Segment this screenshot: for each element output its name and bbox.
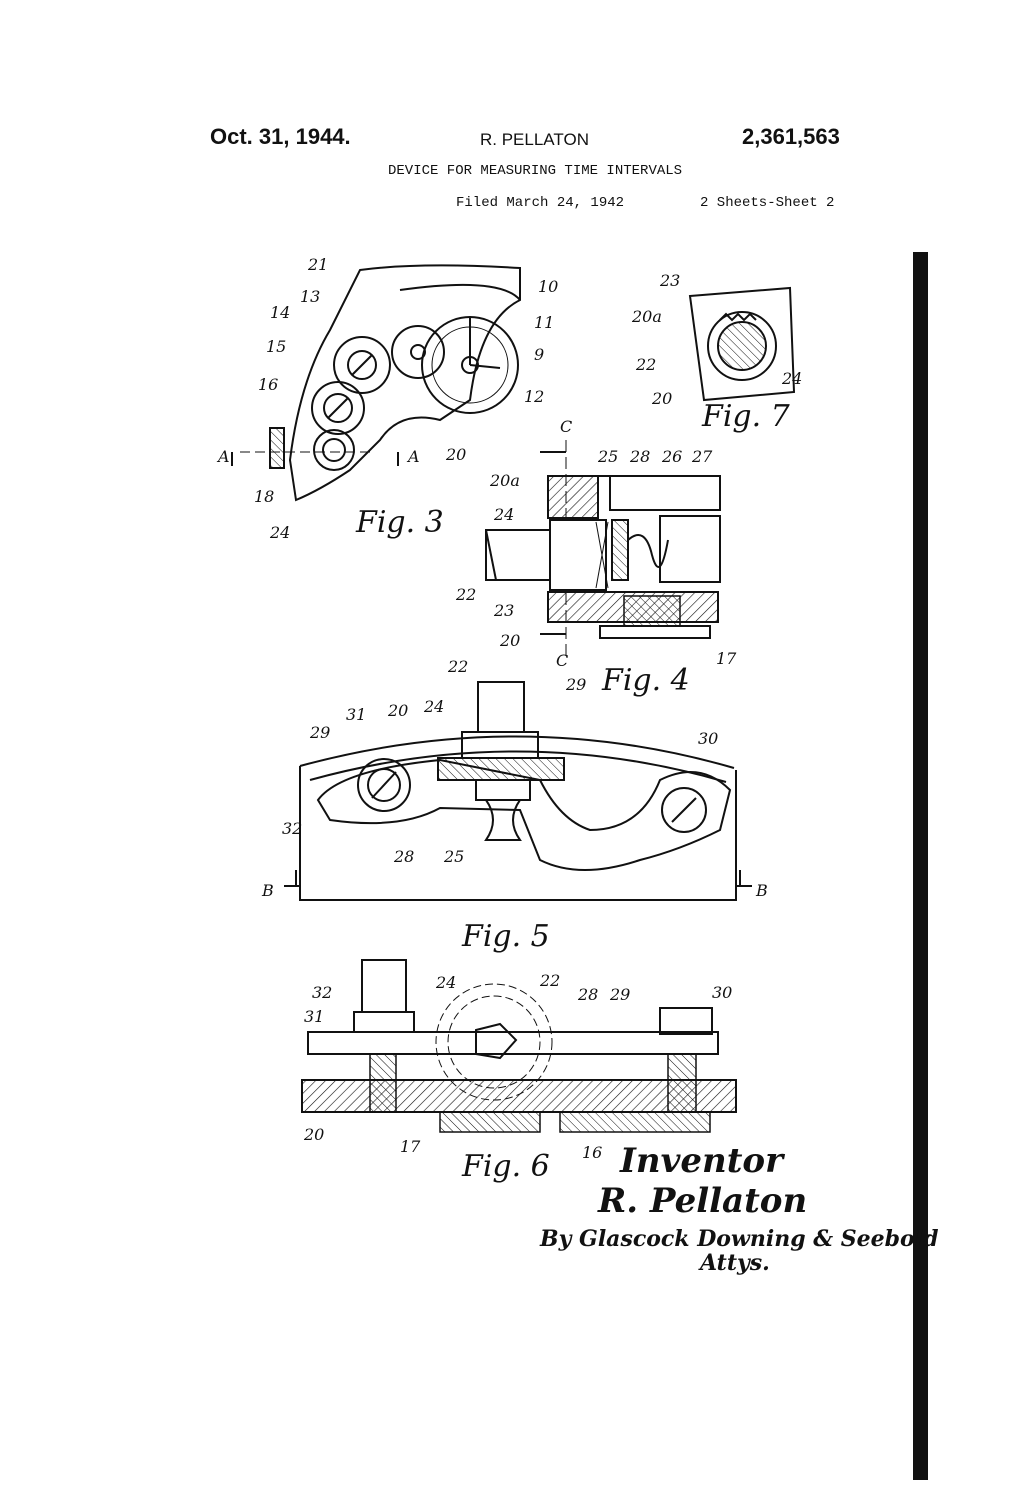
fig5-caption: Fig. 5 (461, 919, 550, 954)
figure-5: 22 31 20 24 29 30 32 28 25 B B Fig. 5 (261, 657, 768, 954)
svg-text:B: B (261, 881, 274, 900)
fig4-caption: Fig. 4 (601, 663, 690, 698)
svg-text:C: C (556, 651, 568, 670)
svg-text:24: 24 (423, 697, 444, 716)
svg-text:22: 22 (635, 355, 656, 374)
svg-text:16: 16 (582, 1143, 602, 1162)
patent-number: 2,361,563 (742, 124, 840, 149)
svg-text:31: 31 (346, 705, 366, 724)
svg-text:28: 28 (629, 447, 650, 466)
figure-6: 32 24 22 28 29 30 31 20 17 16 Fig. 6 (301, 959, 737, 1184)
sheet-count: 2 Sheets-Sheet 2 (700, 195, 835, 211)
inventor-signature: R. Pellaton (597, 1181, 807, 1221)
svg-text:17: 17 (400, 1137, 421, 1156)
svg-text:25: 25 (597, 447, 618, 466)
svg-text:18: 18 (254, 487, 274, 506)
patent-date: Oct. 31, 1944. (210, 124, 351, 149)
svg-text:9: 9 (534, 345, 544, 364)
svg-text:13: 13 (300, 287, 320, 306)
svg-text:22: 22 (447, 657, 468, 676)
svg-text:30: 30 (712, 983, 732, 1002)
svg-text:23: 23 (493, 601, 514, 620)
svg-text:32: 32 (282, 819, 302, 838)
svg-text:20a: 20a (489, 471, 520, 490)
figure-3: 21 13 14 15 16 10 11 9 12 A A 18 24 20 F… (216, 255, 558, 542)
fig3-caption: Fig. 3 (355, 505, 444, 540)
svg-text:29: 29 (565, 675, 586, 694)
svg-text:24: 24 (435, 973, 456, 992)
inventor-heading: Inventor (619, 1141, 785, 1181)
svg-text:22: 22 (455, 585, 476, 604)
svg-text:B: B (755, 881, 768, 900)
fig6-caption: Fig. 6 (461, 1149, 550, 1184)
patent-title: DEVICE FOR MEASURING TIME INTERVALS (388, 163, 683, 179)
svg-text:11: 11 (534, 313, 554, 332)
svg-text:17: 17 (716, 649, 737, 668)
scan-edge-bar (913, 252, 928, 1480)
svg-text:24: 24 (781, 369, 802, 388)
svg-text:C: C (560, 417, 572, 436)
svg-text:27: 27 (691, 447, 713, 466)
svg-text:14: 14 (270, 303, 290, 322)
svg-text:23: 23 (659, 271, 680, 290)
svg-text:20: 20 (651, 389, 672, 408)
svg-text:A: A (406, 447, 420, 466)
svg-text:10: 10 (538, 277, 558, 296)
svg-text:22: 22 (539, 971, 560, 990)
svg-text:15: 15 (266, 337, 286, 356)
svg-text:20: 20 (387, 701, 408, 720)
svg-text:16: 16 (258, 375, 278, 394)
svg-text:30: 30 (698, 729, 718, 748)
svg-text:20: 20 (499, 631, 520, 650)
svg-text:28: 28 (393, 847, 414, 866)
signature-block: Inventor R. Pellaton By Glascock Downing… (539, 1141, 938, 1276)
svg-text:29: 29 (309, 723, 330, 742)
figure-7: 23 20a 22 20 24 Fig. 7 (631, 271, 802, 434)
inventor-name: R. PELLATON (480, 130, 589, 149)
fig3-label-21: 21 (307, 255, 328, 274)
fig7-caption: Fig. 7 (701, 399, 791, 434)
svg-text:31: 31 (304, 1007, 324, 1026)
svg-text:26: 26 (661, 447, 682, 466)
svg-text:25: 25 (443, 847, 464, 866)
svg-text:A: A (216, 447, 230, 466)
svg-text:32: 32 (312, 983, 332, 1002)
svg-text:24: 24 (269, 523, 290, 542)
svg-text:12: 12 (524, 387, 544, 406)
svg-text:20: 20 (445, 445, 466, 464)
svg-text:20: 20 (303, 1125, 324, 1144)
svg-text:28: 28 (577, 985, 598, 1004)
svg-text:20a: 20a (631, 307, 662, 326)
attorney-label: Attys. (698, 1250, 770, 1276)
svg-text:29: 29 (609, 985, 630, 1004)
svg-text:24: 24 (493, 505, 514, 524)
filing-date: Filed March 24, 1942 (456, 195, 625, 211)
attorney-signature: By Glascock Downing & Seebold (539, 1226, 938, 1252)
figure-4: C C 20a 24 22 23 20 25 28 26 27 29 17 Fi… (455, 417, 737, 698)
